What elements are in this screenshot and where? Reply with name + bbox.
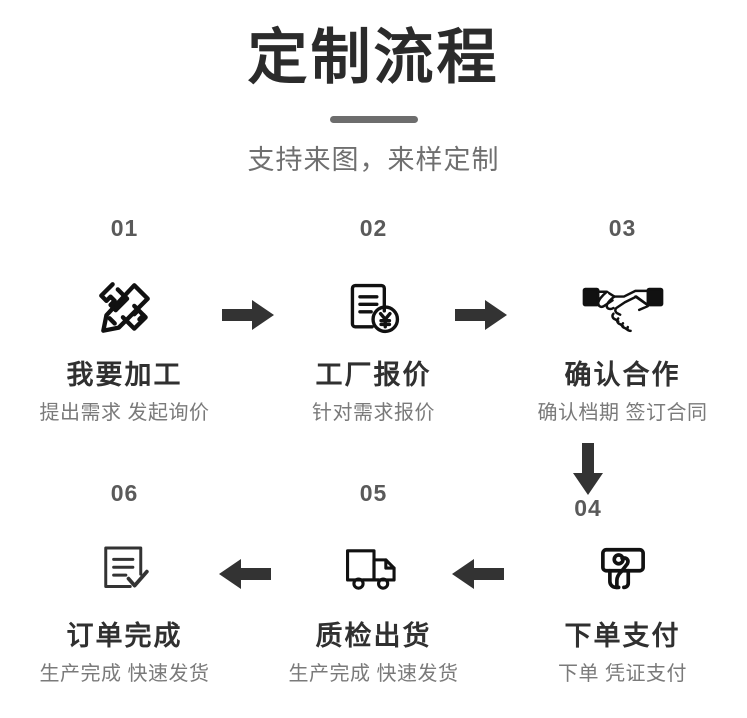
step-title-03: 确认合作 <box>564 360 681 390</box>
step-desc-02: 针对需求报价 <box>312 402 435 424</box>
step-number-02: 02 <box>359 215 388 241</box>
step-number-05: 05 <box>359 480 388 506</box>
step-desc-05: 生产完成 快速发货 <box>288 663 459 685</box>
pen-ruler-icon <box>92 271 158 345</box>
step-desc-04: 下单 凭证支付 <box>557 663 688 685</box>
step-title-04: 下单支付 <box>564 621 681 651</box>
step-number-04: 04 <box>574 495 602 521</box>
document-yuan-icon <box>344 271 404 345</box>
step-number-01: 01 <box>110 215 139 241</box>
step-title-05: 质检出货 <box>315 621 432 651</box>
page-title: 定制流程 <box>247 24 500 91</box>
title-divider <box>329 116 418 123</box>
document-check-icon <box>97 532 153 606</box>
page-subtitle: 支持来图，来样定制 <box>247 145 500 175</box>
step-card-06[interactable]: 06 订单完成 生产完成 快速发货 <box>0 480 249 710</box>
step-title-01: 我要加工 <box>66 360 183 390</box>
step-title-06: 订单完成 <box>66 621 183 651</box>
step-card-01[interactable]: 01 我要加工 提出需求 发起询价 <box>0 215 249 445</box>
step-title-02: 工厂报价 <box>315 360 432 390</box>
process-row-bottom: 06 订单完成 生产完成 快速发货 05 <box>0 480 747 710</box>
step-card-05[interactable]: 05 质检出货 生产完成 快速发货 <box>249 480 498 710</box>
handshake-icon <box>582 271 664 345</box>
step-desc-03: 确认档期 签订合同 <box>537 402 708 424</box>
step-number-06: 06 <box>110 480 139 506</box>
step-desc-06: 生产完成 快速发货 <box>39 663 210 685</box>
process-row-top: 01 我要加工 提出需求 发起询价 02 <box>0 215 747 445</box>
step-number-03: 03 <box>608 215 637 241</box>
step-desc-01: 提出需求 发起询价 <box>39 402 210 424</box>
hand-card-payment-icon <box>595 532 651 606</box>
step-card-03[interactable]: 03 确认合作 确认档期 签订合同 <box>498 215 747 445</box>
step-card-04[interactable]: 04 下单支付 下单 凭证支付 <box>498 480 747 710</box>
step-card-02[interactable]: 02 工厂报价 针对需求报价 <box>249 215 498 445</box>
header: 定制流程 支持来图，来样定制 <box>0 22 747 177</box>
delivery-truck-icon <box>343 532 405 606</box>
